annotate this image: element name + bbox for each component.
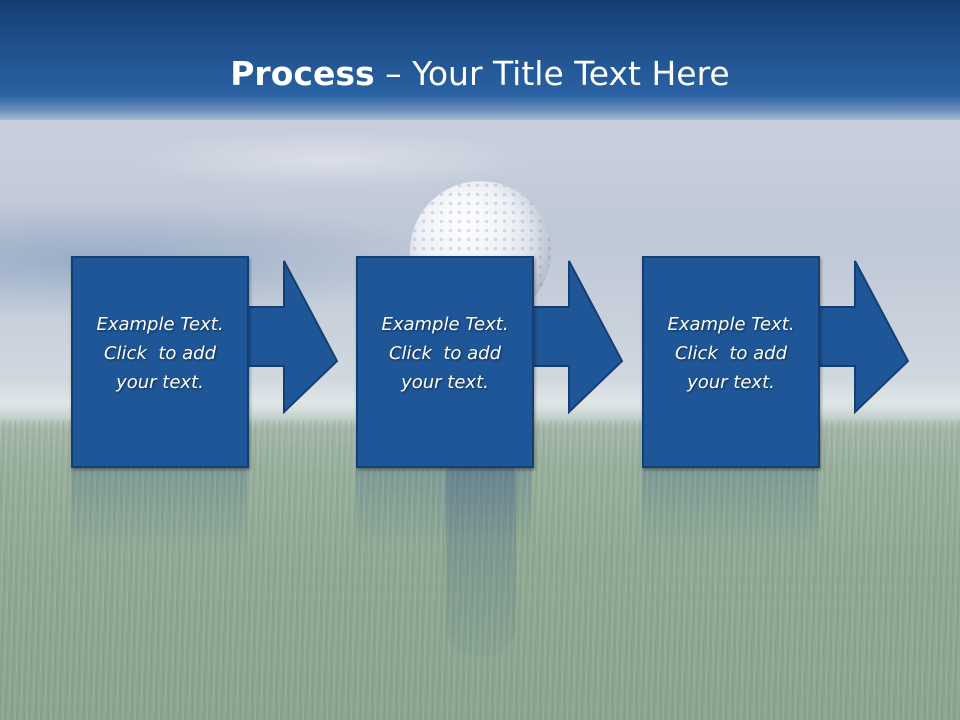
process-step-2[interactable]: Example Text. Click to add your text. bbox=[356, 256, 624, 468]
title-bar bbox=[0, 0, 960, 120]
step-text-line: Click to add bbox=[674, 343, 787, 364]
title-bold: Process bbox=[230, 54, 375, 93]
step-text-line: Click to add bbox=[388, 343, 501, 364]
step-text-line: Example Text. bbox=[96, 314, 224, 335]
step-text[interactable]: Example Text. Click to add your text. bbox=[358, 310, 532, 397]
grass-field bbox=[0, 420, 960, 720]
step-text-line: Click to add bbox=[103, 343, 216, 364]
step-reflection bbox=[356, 466, 626, 546]
step-reflection bbox=[642, 466, 912, 546]
golf-tee-shadow bbox=[446, 466, 516, 656]
title-rest: – Your Title Text Here bbox=[374, 54, 730, 93]
sky-cloud bbox=[120, 130, 540, 190]
step-text-line: Example Text. bbox=[381, 314, 509, 335]
step-text-line: Example Text. bbox=[667, 314, 795, 335]
process-step-3[interactable]: Example Text. Click to add your text. bbox=[642, 256, 910, 468]
process-step-1[interactable]: Example Text. Click to add your text. bbox=[71, 256, 339, 468]
step-text-line: your text. bbox=[687, 372, 775, 393]
step-text-line: your text. bbox=[401, 372, 489, 393]
step-reflection bbox=[71, 466, 341, 546]
step-box bbox=[356, 256, 534, 468]
right-arrow-icon bbox=[815, 260, 910, 415]
right-arrow-icon bbox=[244, 260, 339, 415]
slide-title[interactable]: Process – Your Title Text Here bbox=[0, 52, 960, 96]
right-arrow-icon bbox=[529, 260, 624, 415]
step-text[interactable]: Example Text. Click to add your text. bbox=[644, 310, 818, 397]
step-text[interactable]: Example Text. Click to add your text. bbox=[73, 310, 247, 397]
step-box bbox=[71, 256, 249, 468]
step-box bbox=[642, 256, 820, 468]
step-text-line: your text. bbox=[116, 372, 204, 393]
